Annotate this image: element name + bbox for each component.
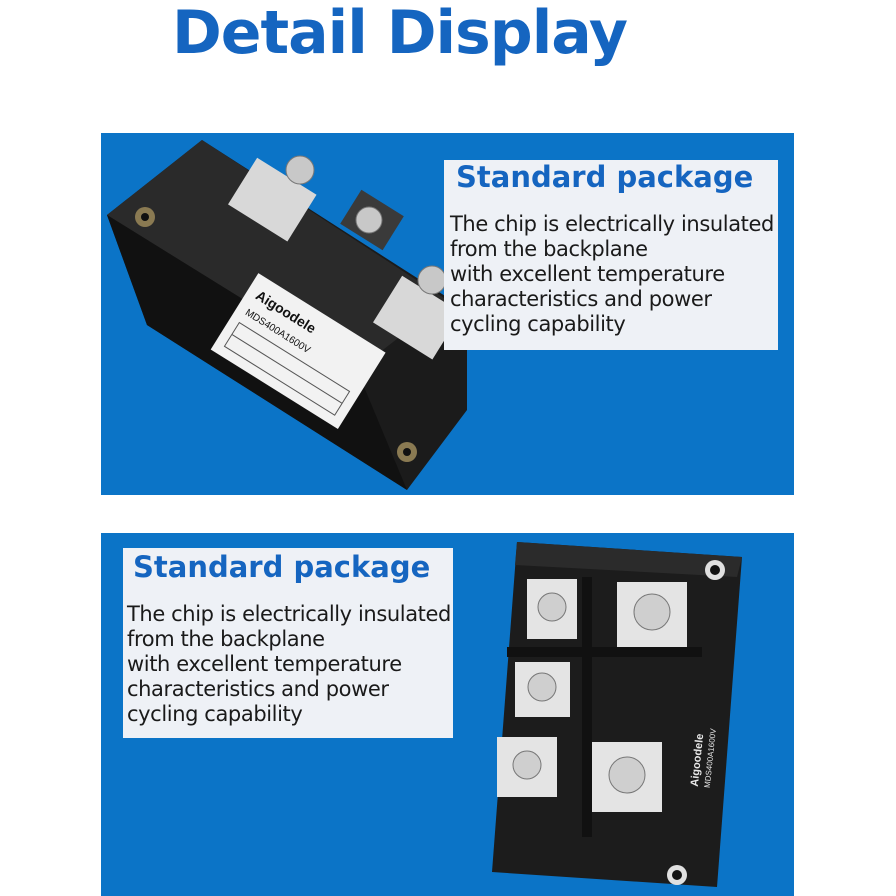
description-line: with excellent temperature xyxy=(450,262,725,286)
description-line: The chip is electrically insulated xyxy=(127,602,451,626)
page-title: Detail Display xyxy=(172,0,628,68)
rectifier-module-image-top: Aigoodele MDS400A1600V xyxy=(487,537,747,892)
description-line: from the backplane xyxy=(127,627,325,651)
card-title: Standard package xyxy=(456,160,754,194)
description-line: characteristics and power xyxy=(450,287,712,311)
description-line: with excellent temperature xyxy=(127,652,402,676)
card-description: The chip is electrically insulated from … xyxy=(127,602,472,727)
info-card-bottom: Standard package The chip is electricall… xyxy=(123,548,453,738)
rectifier-module-image-angled: Aigoodele MDS400A1600V xyxy=(107,140,467,490)
description-line: characteristics and power xyxy=(127,677,389,701)
description-line: The chip is electrically insulated xyxy=(450,212,774,236)
module-brand-label: Aigoodele xyxy=(689,733,706,787)
card-description: The chip is electrically insulated from … xyxy=(450,212,795,337)
description-line: cycling capability xyxy=(127,702,303,726)
description-line: from the backplane xyxy=(450,237,648,261)
info-card-top: Standard package The chip is electricall… xyxy=(444,160,778,350)
card-title: Standard package xyxy=(133,550,431,584)
description-line: cycling capability xyxy=(450,312,626,336)
